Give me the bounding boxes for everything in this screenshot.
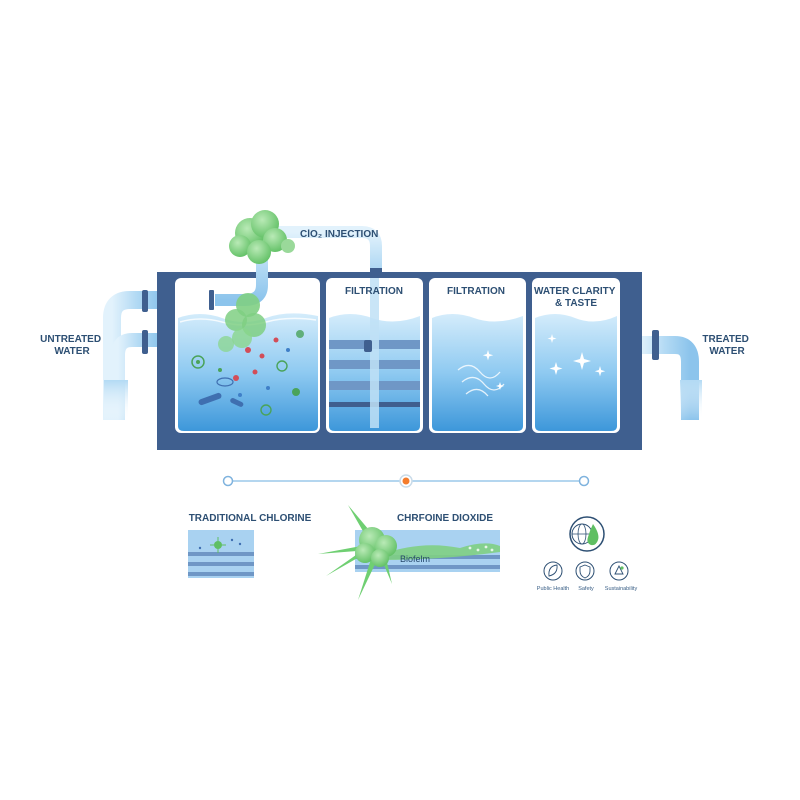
clo2-burst [318,505,397,600]
chamber-clarity [535,314,617,431]
stage-label-clarity: WATER CLARITY & TASTE [534,286,618,309]
stage-label-filtration-1: FILTRATION [345,286,403,297]
shield-icon [575,561,595,581]
chamber-filtration-2 [432,314,523,431]
traditional-chlorine-label: TRADITIONAL CHLORINE [189,513,312,524]
leaf-icon [543,561,563,581]
benefit-safety: Safety [578,586,594,592]
stage-label-filtration-2: FILTRATION [447,286,505,297]
contaminant-particles [191,330,304,416]
chlorine-dioxide-label: CHRFOINE DIOXIDE [397,513,493,524]
injection-label: ClO₂ INJECTION [300,229,378,240]
clo2-plume [218,293,266,352]
sparkle-icons [482,334,606,390]
recycle-icon [609,561,629,581]
outlet-label: TREATED WATER [702,334,751,357]
outlet-pipe [640,330,702,420]
benefit-public-health: Public Health [537,586,569,592]
stage-slider[interactable] [222,474,590,488]
slider-start-dot[interactable] [222,475,234,487]
traditional-chlorine-panel [188,530,254,578]
inlet-pipe [103,290,160,420]
slider-end-dot[interactable] [578,475,590,487]
clo2-cloud [229,210,295,264]
biofilm-label: Biofelm [400,554,430,564]
benefit-sustainability: Sustainability [605,586,638,592]
globe-water-drop-icon [569,516,605,552]
inlet-label: UNTREATED WATER [40,334,104,357]
